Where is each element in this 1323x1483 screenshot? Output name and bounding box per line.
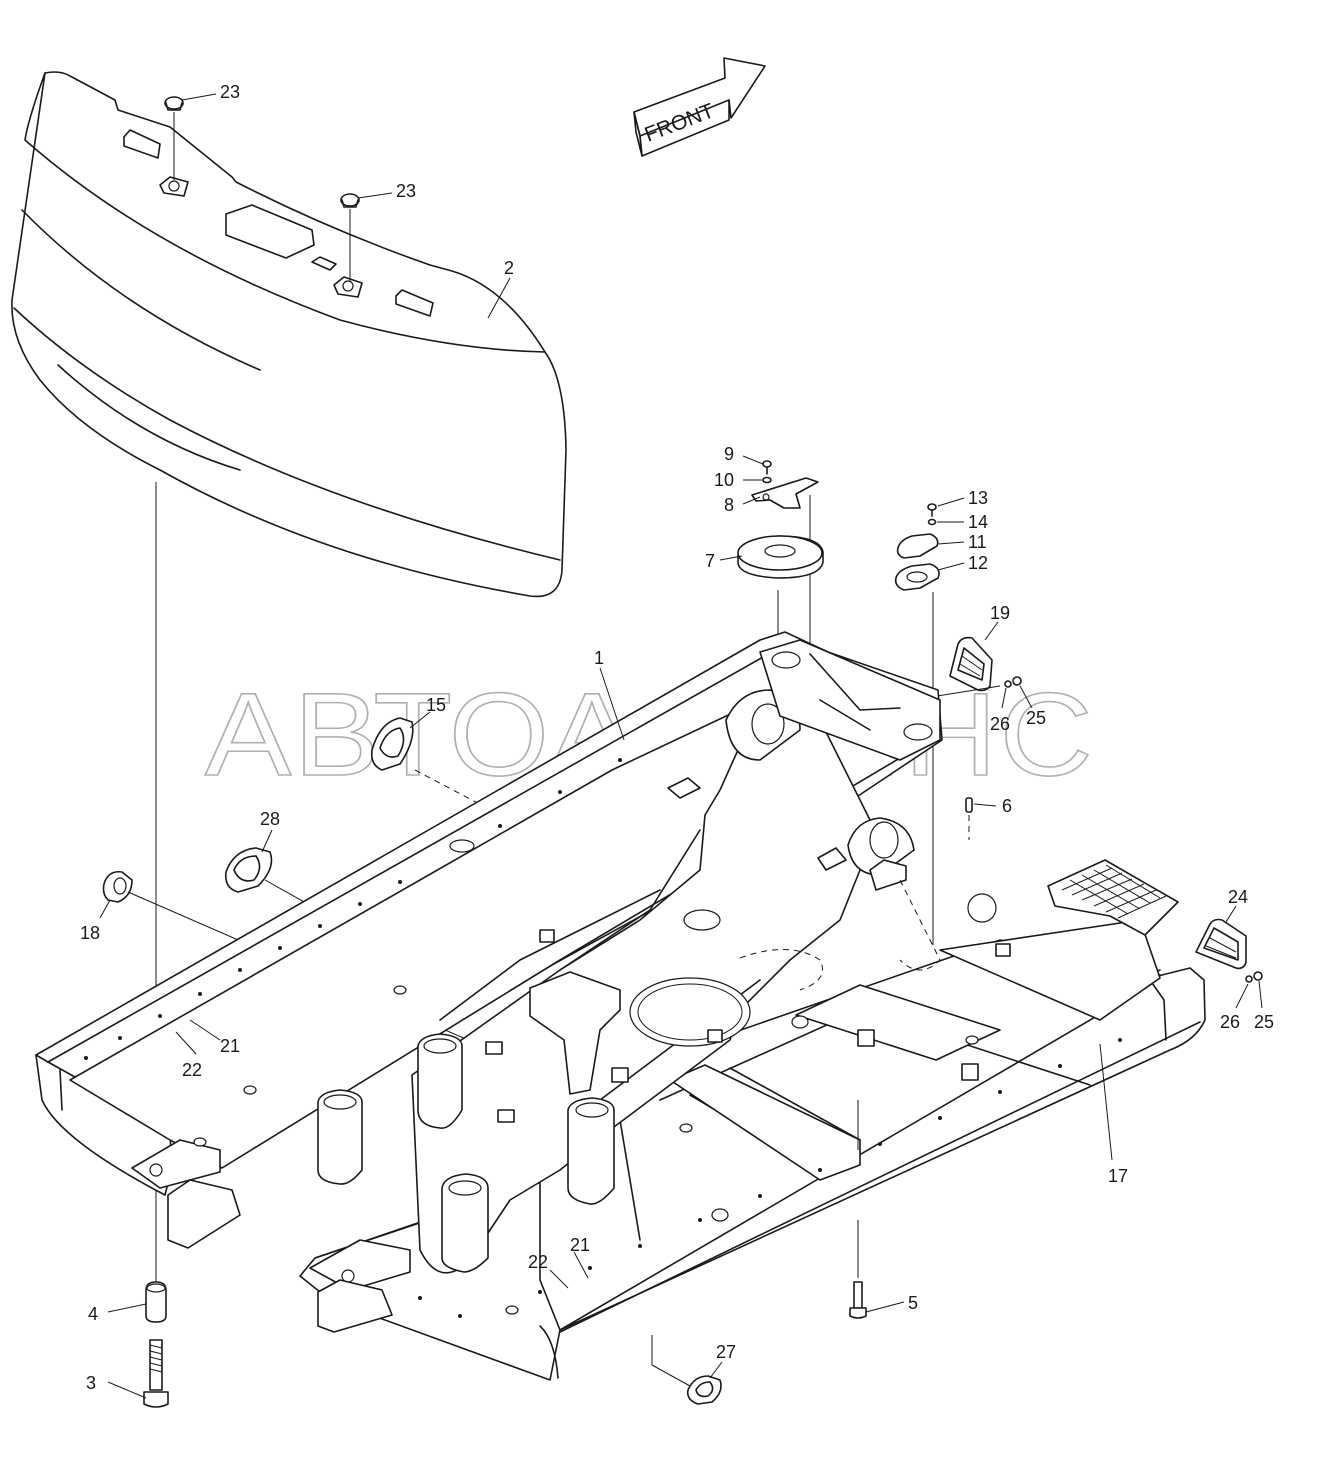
callout-9: 9 [724,444,734,464]
callout-25-upper: 25 [1026,708,1046,728]
frame-holes [193,839,997,1315]
callout-3: 3 [86,1373,96,1393]
callout-labels: 1 2 3 4 5 6 7 8 9 10 11 12 13 14 15 17 1… [80,82,1274,1393]
callout-10: 10 [714,470,734,490]
bolt-3 [143,1339,169,1408]
bolt-9 [762,460,772,475]
tread-grid [1061,864,1167,919]
callout-18: 18 [80,923,100,943]
bolt-25-lower [1253,971,1263,981]
grommet-27 [651,1335,722,1405]
cover-plate-11 [896,533,939,559]
upper-frame [35,631,1206,1381]
callout-25-lower: 25 [1254,1012,1274,1032]
frame-bolt-dots [84,758,1122,1318]
callout-8: 8 [724,495,734,515]
callout-23-top: 23 [220,82,240,102]
callout-13: 13 [968,488,988,508]
lifting-eye-cap-1 [164,96,184,180]
callout-4: 4 [88,1304,98,1324]
bolt-13 [927,503,937,517]
callout-2: 2 [504,258,514,278]
callout-5: 5 [908,1293,918,1313]
callout-12: 12 [968,553,988,573]
callout-26-lower: 26 [1220,1012,1240,1032]
spacer-4 [145,1281,167,1323]
callout-21-lower: 21 [570,1235,590,1255]
step-cover-24 [1195,918,1247,970]
lifting-eye-cap-2 [340,193,360,282]
plug-6 [965,797,973,840]
callout-leaders [99,93,1263,1399]
callout-21-left: 21 [220,1036,240,1056]
callout-26-upper: 26 [990,714,1010,734]
bolt-25-upper [1012,676,1022,686]
callout-11: 11 [968,532,987,552]
callout-23-mid: 23 [396,181,416,201]
callout-24: 24 [1228,887,1248,907]
front-direction-arrow: FRONT [633,57,766,157]
callout-22-lower: 22 [528,1252,548,1272]
callout-19: 19 [990,603,1010,623]
step-cover-19 [949,636,993,692]
callout-1: 1 [594,648,604,668]
bolt-5 [849,1220,867,1319]
callout-28: 28 [260,809,280,829]
counterweight [11,71,567,1290]
callout-27: 27 [716,1342,736,1362]
callout-7: 7 [705,551,715,571]
callout-15: 15 [426,695,446,715]
callout-6: 6 [1002,796,1012,816]
washer-10 [762,476,772,484]
callout-14: 14 [968,512,988,532]
washer-14 [927,518,937,526]
callout-17: 17 [1108,1166,1128,1186]
washer-26-lower [1245,975,1253,983]
gasket-12 [894,563,940,945]
callout-22-left: 22 [182,1060,202,1080]
